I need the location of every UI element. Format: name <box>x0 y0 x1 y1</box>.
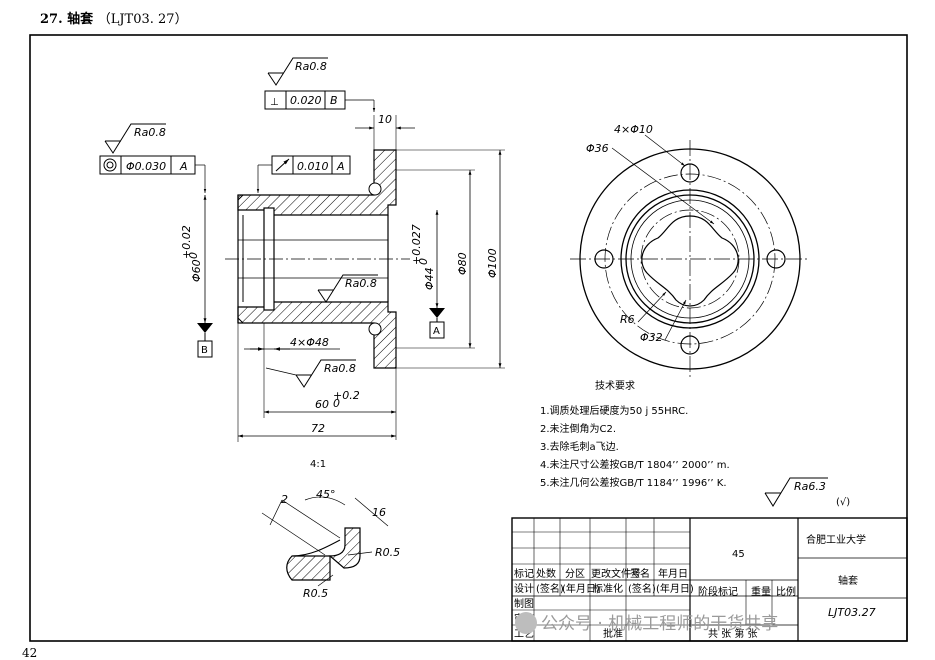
runout-datum: A <box>336 160 345 173</box>
tb-left-0: 制图 <box>514 597 534 610</box>
tb-design-2: (年月日) <box>562 582 600 595</box>
dim-d44-upper: +0.027 <box>410 224 423 265</box>
tb-weight: 重量 <box>751 585 771 598</box>
watermark: 公众号 · 机械工程师的干货共享 <box>515 612 778 634</box>
watermark-text: 公众号 · 机械工程师的干货共享 <box>541 614 778 634</box>
tb-hdr-0: 标记 <box>514 568 534 580</box>
tb-scale: 比例 <box>776 585 796 598</box>
tb-material: 45 <box>732 549 745 560</box>
detail-angle: 45° <box>316 488 336 501</box>
detail-r05a: R0.5 <box>375 546 400 559</box>
tb-hdr-4: 签名 <box>630 567 650 580</box>
tech-item-2: 2.未注倒角为C2. <box>540 422 616 435</box>
datum-a: A <box>433 326 440 337</box>
dim-d32: Φ32 <box>640 331 663 344</box>
conc-value: Φ0.030 <box>126 160 166 173</box>
tech-item-3: 3.去除毛刺a飞边. <box>540 440 619 453</box>
title-name: 轴套 <box>67 12 94 27</box>
detail-view: 4:1 2 45° 16 R0.5 R0.5 <box>261 459 400 600</box>
tb-school: 合肥工业大学 <box>806 533 866 546</box>
dim-d60: Φ60 <box>190 259 203 282</box>
tech-item-5: 5.未注几何公差按GB/T 1184’’ 1996’’ K. <box>540 476 727 489</box>
dim-groove: 4×Φ48 <box>290 336 329 349</box>
section-dimensions: Φ60 +0.02 0 B Φ44 +0.027 0 A Φ80 Φ100 10 <box>180 113 505 442</box>
tb-hdr-3: 更改文件号 <box>591 567 641 580</box>
tb-design-5: (年月日) <box>656 582 694 595</box>
section-view <box>225 149 410 369</box>
tb-hdr-5: 年月日 <box>658 567 688 580</box>
conc-datum: A <box>179 160 188 173</box>
perp-value: 0.020 <box>290 94 322 107</box>
datum-b: B <box>201 345 208 356</box>
sheet-border <box>29 34 908 642</box>
title-code: （LJT03. 27） <box>97 12 188 27</box>
dim-r6: R6 <box>620 313 635 326</box>
perp-symbol: ⊥ <box>270 97 279 108</box>
page-number: 42 <box>22 646 38 660</box>
dim-d100: Φ100 <box>486 248 499 278</box>
dim-d60-lower: 0 <box>187 252 200 259</box>
tb-hdr-2: 分区 <box>565 568 585 580</box>
tech-item-1: 1.调质处理后硬度为50 j 55HRC. <box>540 404 688 417</box>
tb-drawing-no: LJT03.27 <box>828 606 876 619</box>
tb-sheets: 共 张 第 张 <box>708 627 758 640</box>
detail-dim2: 2 <box>281 493 288 506</box>
ra-conc: Ra0.8 <box>134 126 166 139</box>
ra-perp: Ra0.8 <box>295 60 327 73</box>
detail-dim16: 16 <box>372 506 386 519</box>
tb-hdr-1: 处数 <box>536 567 556 580</box>
tech-requirements: 技术要求 1.调质处理后硬度为50 j 55HRC. 2.未注倒角为C2. 3.… <box>540 379 730 489</box>
detail-r05b: R0.5 <box>303 587 328 600</box>
perp-datum: B <box>330 94 338 107</box>
dim-len60-lower: 0 <box>333 397 340 410</box>
dim-len10: 10 <box>378 113 392 126</box>
dim-d44: Φ44 <box>423 267 436 290</box>
ra-general: Ra6.3 <box>794 480 826 493</box>
end-view: 4×Φ10 Φ36 R6 Φ32 <box>570 123 810 380</box>
tb-design-4: (签名) <box>628 582 656 595</box>
tb-stage: 阶段标记 <box>698 585 738 598</box>
tb-approve: 批准 <box>603 627 623 640</box>
dim-d36: Φ36 <box>586 142 609 155</box>
general-roughness: Ra6.3 (√) <box>764 477 850 508</box>
dim-d44-lower: 0 <box>417 258 430 265</box>
dim-d80: Φ80 <box>456 252 469 275</box>
dim-len60: 60 <box>315 398 329 411</box>
ra-groove: Ra0.8 <box>324 362 356 375</box>
ra-check: (√) <box>836 497 850 508</box>
detail-scale: 4:1 <box>310 459 326 470</box>
page-title: 27. 轴套 （LJT03. 27） <box>40 8 188 27</box>
tb-design-1: (签名) <box>536 582 564 595</box>
tb-design-0: 设计 <box>514 582 534 595</box>
runout-value: 0.010 <box>297 160 329 173</box>
dim-len60-upper: +0.2 <box>333 389 360 402</box>
dim-d60-upper: +0.02 <box>180 225 193 259</box>
tech-title: 技术要求 <box>595 379 635 392</box>
tb-part-name: 轴套 <box>838 574 858 587</box>
dim-holes: 4×Φ10 <box>614 123 653 136</box>
title-block: 45 合肥工业大学 轴套 LJT03.27 标记 处数 分区 更改文件号 签名 … <box>511 517 908 642</box>
tolerance-frames: ⊥ 0.020 B Ra0.8 Φ0.030 A Ra0.8 0.010 A <box>99 57 378 388</box>
tech-item-4: 4.未注尺寸公差按GB/T 1804’’ 2000’’ m. <box>540 458 730 471</box>
dim-len72: 72 <box>311 422 325 435</box>
ra-bore: Ra0.8 <box>345 277 377 290</box>
title-number: 27. <box>40 12 63 27</box>
tb-design-3: 标准化 <box>593 582 623 595</box>
